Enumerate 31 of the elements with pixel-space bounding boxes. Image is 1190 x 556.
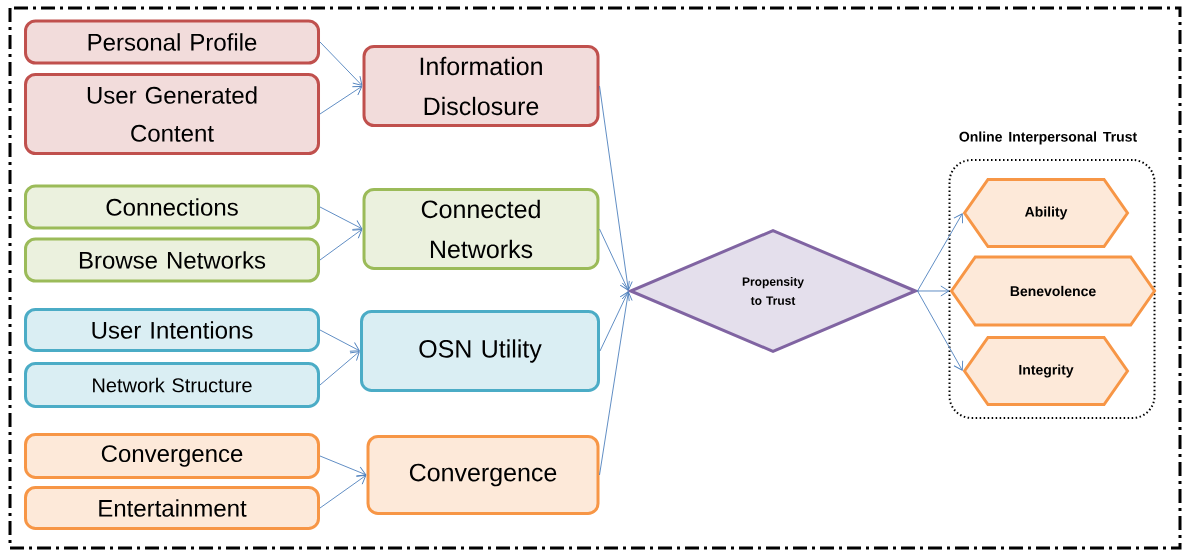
input-box: Convergence xyxy=(24,433,320,479)
input-box: Personal Profile xyxy=(24,19,320,65)
arrow xyxy=(599,291,633,476)
arrow xyxy=(599,85,633,291)
input-box: User Generated Content xyxy=(24,73,320,155)
input-box: Entertainment xyxy=(24,486,320,530)
node-label: Online Interpersonal Trust xyxy=(959,131,1137,145)
hexagon-box: Integrity xyxy=(962,336,1130,406)
input-box: Network Structure xyxy=(24,362,320,408)
construct-box: Connected Networks xyxy=(362,188,600,270)
arrow xyxy=(319,455,367,477)
arrow xyxy=(319,351,360,386)
arrow xyxy=(599,228,630,291)
input-box: Connections xyxy=(24,184,320,230)
construct-box: Information Disclosure xyxy=(362,45,600,127)
arrow xyxy=(917,213,964,292)
arrow xyxy=(599,291,630,352)
input-box: Browse Networks xyxy=(24,237,320,283)
arrow xyxy=(319,229,363,261)
hexagon-box: Benevolence xyxy=(949,255,1157,327)
arrow xyxy=(917,285,950,297)
arrow xyxy=(319,329,360,352)
hexagon-box: Ability xyxy=(962,178,1130,248)
arrow xyxy=(319,475,367,509)
arrow xyxy=(319,206,363,230)
construct-box: OSN Utility xyxy=(360,310,600,392)
arrow xyxy=(917,290,964,371)
input-box: User Intentions xyxy=(24,308,320,352)
construct-box: Convergence xyxy=(366,435,600,515)
arrow xyxy=(319,41,363,86)
arrow xyxy=(319,86,363,115)
